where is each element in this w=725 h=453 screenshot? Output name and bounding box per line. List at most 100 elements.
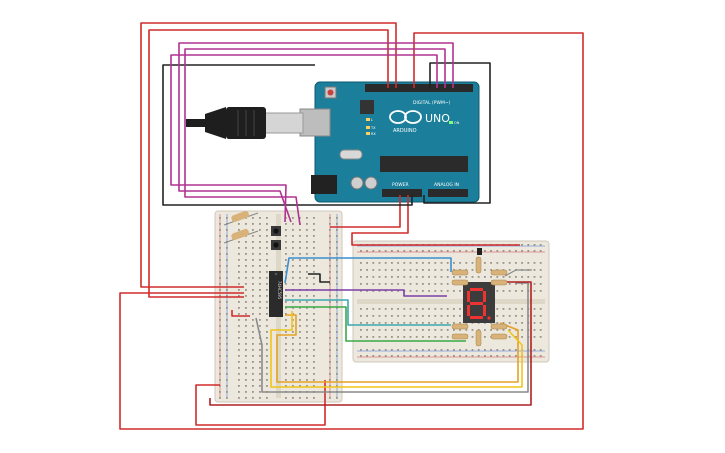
breadboard-hole (219, 289, 221, 291)
breadboard-hole (285, 229, 287, 231)
resistor-left-2[interactable] (223, 228, 259, 244)
breadboard-hole (360, 250, 362, 252)
breadboard-hole (502, 308, 505, 310)
breadboard-hole (306, 253, 308, 255)
breadboard-hole (226, 229, 228, 231)
breadboard-hole (313, 361, 315, 363)
wire-yellow[interactable] (270, 311, 523, 388)
breadboard-hole (313, 331, 315, 333)
push-button-2[interactable] (271, 240, 281, 250)
breadboard-hole (299, 217, 301, 219)
breadboard-hole (219, 295, 221, 297)
usb-cable-icon[interactable] (186, 107, 304, 139)
breadboard-hole (508, 315, 511, 317)
wire-teal[interactable] (285, 299, 451, 326)
display-resistors[interactable] (451, 256, 508, 347)
breadboard-hole (515, 349, 517, 351)
breadboard-hole (403, 308, 406, 310)
breadboard-hole (378, 262, 381, 264)
breadboard-hole (484, 329, 486, 331)
breadboard-hole (415, 276, 418, 278)
breadboard-hole (226, 373, 228, 375)
breadboard-hole (440, 269, 443, 271)
breadboard-hole (245, 355, 247, 357)
breadboard-hole (252, 337, 254, 339)
breadboard-hole (515, 355, 517, 357)
breadboard-hole (409, 308, 412, 310)
wire-purple-2[interactable] (184, 48, 446, 226)
wires[interactable] (119, 22, 584, 430)
breadboard-hole (266, 319, 268, 321)
breadboard-hole (459, 349, 461, 351)
breadboard-hole (226, 301, 228, 303)
breadboard-hole (266, 301, 268, 303)
breadboard-hole (533, 262, 536, 264)
breadboard-hole (515, 315, 517, 317)
push-button-1[interactable] (271, 226, 281, 236)
breadboard-hole (306, 331, 308, 333)
wire-violet[interactable] (285, 289, 447, 297)
breadboard-hole (226, 367, 228, 369)
breadboard-hole (440, 276, 443, 278)
breadboard-hole (384, 269, 387, 271)
resistor-left-1[interactable] (223, 210, 259, 226)
wire-orange[interactable] (276, 314, 519, 383)
breadboard-hole (391, 329, 393, 331)
atmega-chip (380, 156, 468, 172)
breadboard-hole (266, 229, 268, 231)
breadboard-hole (259, 373, 261, 375)
breadboard-hole (238, 259, 240, 261)
ic-part-label: 74HC595 (277, 281, 282, 300)
wire-blue[interactable] (284, 257, 452, 284)
breadboard-hole (252, 241, 254, 243)
breadboard-hole (446, 349, 449, 351)
breadboard-hole (259, 313, 261, 315)
wire-darkred-right[interactable] (209, 281, 532, 406)
wire-gray[interactable] (255, 282, 529, 393)
breadboard-hole (366, 349, 368, 351)
breadboard-hole (336, 229, 338, 231)
wire-gray-2[interactable] (504, 269, 532, 277)
breadboard-hole (434, 349, 437, 351)
wire-purple-3[interactable] (170, 54, 438, 223)
wire-red-5[interactable] (351, 195, 520, 246)
breadboard-hole (533, 276, 536, 278)
breadboard-hole (539, 315, 542, 317)
wire-green[interactable] (285, 306, 466, 342)
breadboard-hole (453, 290, 455, 292)
breadboard-hole (252, 391, 254, 393)
seven-segment-display[interactable]: 8 (0, 0, 495, 323)
analog-label: ANALOG IN (434, 182, 459, 188)
wire-red-1[interactable] (140, 22, 397, 288)
shift-register-ic[interactable]: 74HC595 (269, 271, 283, 317)
breadboard-hole (336, 277, 338, 279)
breadboard-hole (306, 241, 308, 243)
breadboard-hole (428, 276, 430, 278)
breadboard-hole (313, 313, 315, 315)
breadboard-hole (440, 336, 443, 338)
breadboard-hole (422, 276, 424, 278)
breadboard-hole (539, 276, 542, 278)
breadboard-hole (226, 283, 228, 285)
wire-red-7[interactable] (231, 310, 250, 317)
breadboard-hole (366, 250, 368, 252)
arduino-uno[interactable]: ARDUINO UNO DIGITAL (PWM~) ANALOG IN POW… (299, 81, 480, 203)
breadboard-hole (434, 315, 437, 317)
wire-red-3[interactable] (119, 32, 584, 430)
wire-black-2[interactable] (162, 64, 413, 206)
breadboard-hole (336, 373, 338, 375)
breadboard-hole (336, 283, 338, 285)
breadboard-hole (259, 229, 261, 231)
breadboard-hole (465, 329, 468, 331)
breadboard-hole (403, 322, 406, 324)
breadboard-hole (391, 308, 393, 310)
breadboard-hole (496, 315, 499, 317)
breadboard-hole (384, 329, 387, 331)
wire-red-6[interactable] (195, 380, 326, 426)
wire-black-1[interactable] (423, 62, 491, 204)
breadboard-hole (313, 385, 315, 387)
breadboard-hole (292, 295, 294, 297)
breadboard-hole (508, 269, 511, 271)
wire-black-3[interactable] (308, 273, 330, 283)
wire-purple-1[interactable] (178, 42, 454, 223)
